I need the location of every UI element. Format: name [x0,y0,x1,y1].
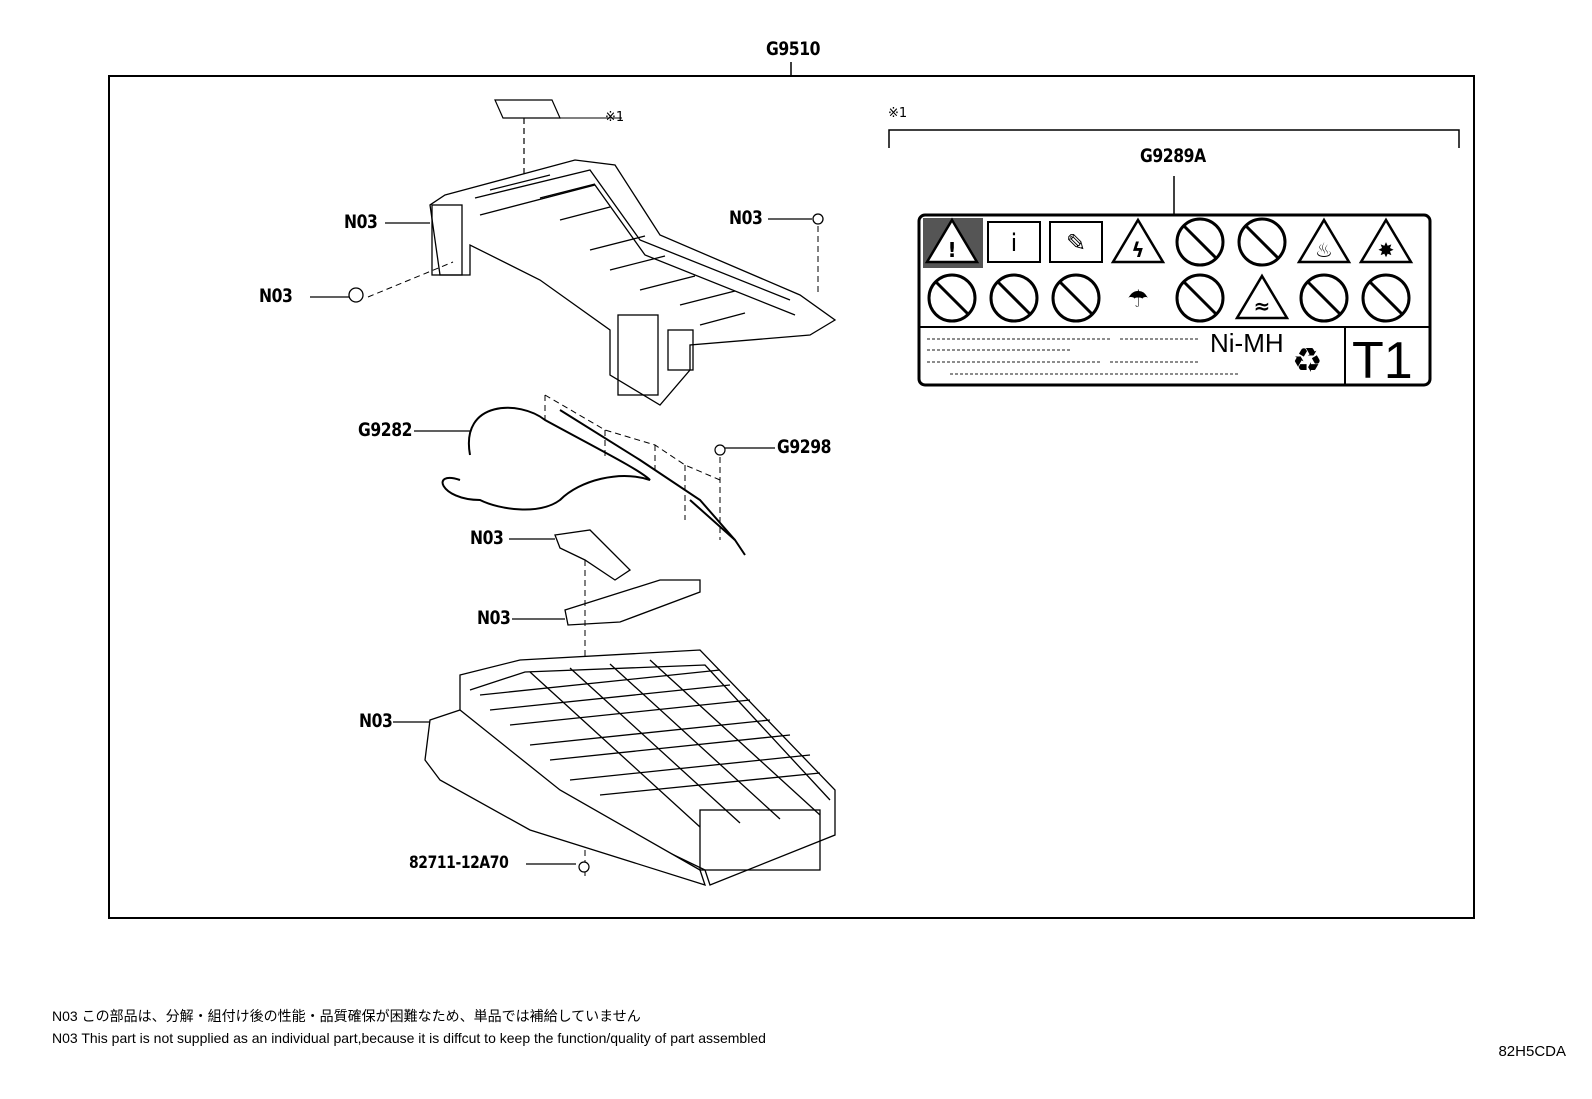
svg-text:✸: ✸ [1378,238,1395,262]
battery-stack [424,649,836,887]
svg-text:!: ! [947,238,956,262]
no-touch-icon [1175,217,1225,267]
note-en: N03 This part is not supplied as an indi… [52,1030,766,1046]
keep-dry-icon: ☂ [1112,278,1164,318]
callout-n03-bracket-2: N03 [477,607,511,629]
no-disassemble-icon [927,273,977,323]
callout-part-number: 82711-12A70 [409,853,509,873]
ref-mark-left: ※1 [605,110,625,125]
no-open-icon [1237,217,1287,267]
clip-icon [714,444,726,456]
pin-icon [578,861,590,873]
svg-text:☂: ☂ [1127,285,1149,313]
explosive-icon: ✸ [1358,217,1414,264]
no-short-icon [1299,273,1349,323]
illustration-code: 82H5CDA [1498,1043,1566,1060]
warning-triangle-icon: ! [924,217,980,264]
callout-g9282: G9282 [358,419,413,441]
bolt-icon [348,287,364,303]
no-children-icon [989,273,1039,323]
upper-bracket [429,159,837,406]
ref-mark-right: ※1 [888,106,908,121]
recycle-icon: ♻ [1292,341,1322,381]
callout-n03-bolt: N03 [259,285,293,307]
bracket-1 [554,529,632,581]
wire-harness [441,406,746,556]
svg-text:♨: ♨ [1315,238,1333,262]
label-code: G9289A [1140,145,1206,167]
no-stack-icon [1051,273,1101,323]
callout-n03-top-right: N03 [729,207,763,229]
svg-text:ϟ: ϟ [1131,238,1144,262]
warning-label: ! i ✎ ϟ ♨ ✸ ☂ ≈ Ni-MH ♻ T1 [917,213,1432,390]
read-manual-icon: ✎ [1049,221,1103,263]
chemistry-text: Ni-MH [1210,328,1284,358]
assembly-code: G9510 [766,38,821,60]
label-sheet [494,99,561,119]
note-jp: N03 この部品は、分解・組付け後の性能・品質確保が困難なため、単品では補給して… [52,1008,641,1024]
callout-g9298: G9298 [777,436,832,458]
svg-text:✎: ✎ [1066,229,1086,257]
callout-n03-stack: N03 [359,710,393,732]
svg-text:i: i [1011,229,1018,257]
no-tamper-icon [1361,273,1411,323]
high-voltage-icon: ϟ [1110,217,1166,264]
flammable-icon: ♨ [1296,217,1352,264]
manual-book-icon: i [987,221,1041,263]
corrosive-icon: ≈ [1234,273,1290,320]
type-mark: T1 [1352,332,1413,390]
no-crush-icon [1175,273,1225,323]
svg-text:≈: ≈ [1254,294,1271,318]
callout-n03-top-left: N03 [344,211,378,233]
ref-bracket [888,129,1460,148]
nut-icon [812,213,824,225]
bracket-2 [564,579,701,626]
callout-n03-bracket-1: N03 [470,527,504,549]
